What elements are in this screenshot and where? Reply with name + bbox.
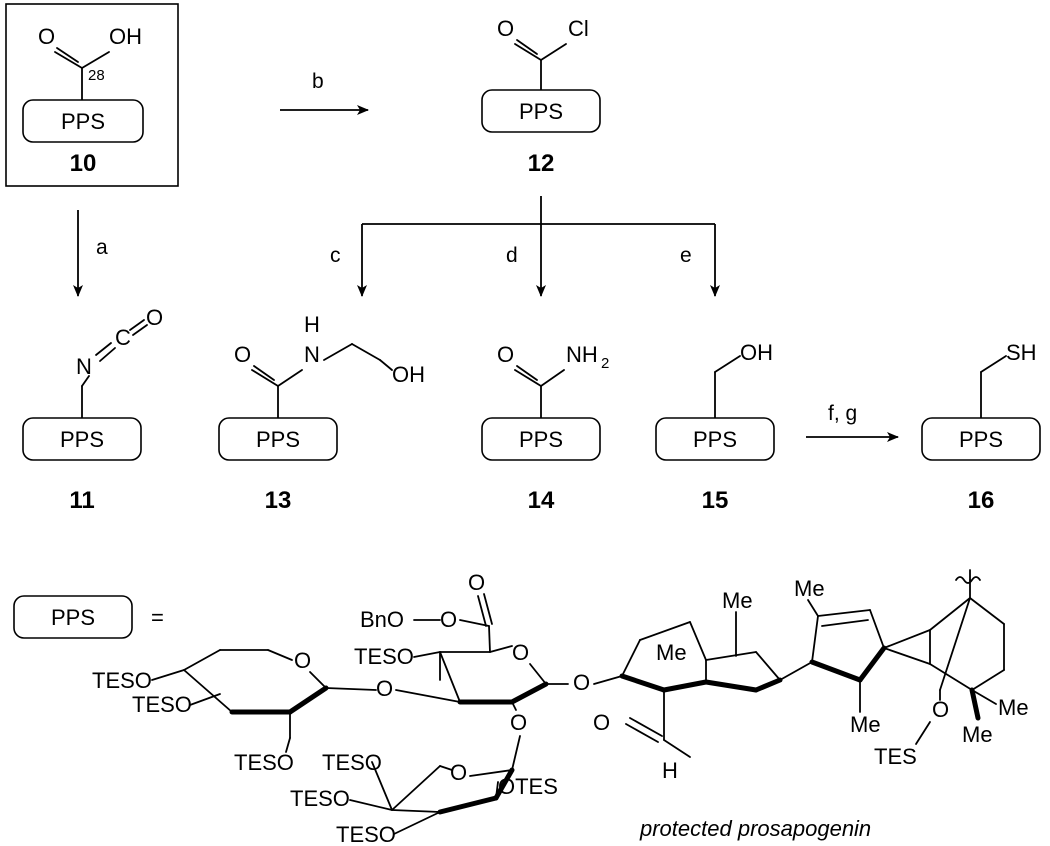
atom-c: C	[115, 325, 131, 350]
pps-label: PPS	[60, 427, 104, 452]
compound-13: O N H OH PPS 13	[218, 312, 425, 514]
otes-label: OTES	[498, 774, 558, 799]
aldehyde-h: H	[662, 758, 678, 783]
teso-label-6: TESO	[290, 786, 350, 811]
tes-label: TES	[874, 744, 917, 769]
pps-label: PPS	[256, 427, 300, 452]
link-o-1: O	[376, 676, 393, 701]
pps-label: PPS	[519, 427, 563, 452]
link-o-2: O	[510, 710, 527, 735]
highlight-box	[5, 3, 179, 187]
glycosidic-o: O	[573, 670, 590, 695]
position-label: 28	[88, 67, 105, 84]
methyl-3: Me	[794, 576, 825, 601]
step-label-e: e	[680, 244, 692, 267]
compound-number: 10	[70, 150, 97, 177]
methyl-2: Me	[722, 588, 753, 613]
methyl-1: Me	[656, 640, 687, 665]
subscript-2: 2	[601, 355, 609, 372]
teso-label-3: TESO	[354, 644, 414, 669]
wavy-bond	[955, 576, 981, 584]
pps-label: PPS	[61, 109, 105, 134]
atom-oh: OH	[740, 340, 773, 365]
atom-o: O	[497, 16, 514, 41]
ring-o: O	[450, 760, 467, 785]
pps-box	[921, 417, 1041, 461]
arrow-b: b	[280, 70, 369, 115]
methyl-6: Me	[998, 695, 1029, 720]
teso-label-4: TESO	[234, 750, 294, 775]
atom-n: N	[76, 354, 92, 379]
compound-16: SH PPS 16	[921, 340, 1041, 514]
rhamnose-ring: TESO O OTES TESO TESO	[290, 735, 558, 846]
arrow-fg: f, g	[806, 402, 899, 442]
pps-box	[218, 417, 338, 461]
atom-sh: SH	[1006, 340, 1037, 365]
compound-number: 11	[69, 487, 94, 514]
step-label: b	[312, 70, 324, 93]
triterpene-core: Me O H Me Me Me	[593, 569, 1029, 783]
pps-box	[481, 417, 601, 461]
tes-ether-o: O	[932, 697, 949, 722]
compound-number: 13	[265, 487, 292, 514]
teso-label-1: TESO	[92, 668, 152, 693]
equals-sign: =	[151, 605, 164, 630]
pps-box	[655, 417, 775, 461]
compound-number: 14	[528, 487, 555, 514]
teso-label-2: TESO	[132, 692, 192, 717]
compound-number: 12	[528, 150, 555, 177]
glucuronic-acid-ring: O BnO O O TESO O O O	[354, 570, 623, 735]
pps-definition: PPS = O BnO O O TESO O O	[13, 569, 1029, 846]
teso-label-7: TESO	[336, 822, 396, 846]
branch-arrows: c d e	[330, 196, 720, 297]
ester-o: O	[440, 607, 457, 632]
xylose-ring: TESO TESO O TESO	[92, 648, 377, 775]
atom-o: O	[497, 342, 514, 367]
ring-o: O	[294, 648, 311, 673]
carbonyl-o: O	[468, 570, 485, 595]
compound-15: OH PPS 15	[655, 340, 775, 514]
step-label-d: d	[506, 244, 518, 267]
pps-label: PPS	[693, 427, 737, 452]
atom-oh: OH	[392, 362, 425, 387]
aldehyde-o: O	[593, 710, 610, 735]
pps-label: PPS	[51, 605, 95, 630]
methyl-5: Me	[962, 722, 993, 747]
compound-number: 15	[702, 487, 729, 514]
step-label: a	[96, 236, 108, 259]
caption: protected prosapogenin	[639, 816, 871, 841]
pps-label: PPS	[959, 427, 1003, 452]
bno-label: BnO	[360, 607, 404, 632]
pps-box	[481, 89, 601, 133]
compound-12: O Cl PPS 12	[481, 16, 601, 177]
atom-cl: Cl	[568, 16, 589, 41]
pps-label: PPS	[519, 99, 563, 124]
step-label: f, g	[828, 402, 857, 425]
ring-o: O	[512, 640, 529, 665]
arrow-a: a	[73, 210, 108, 297]
step-label-c: c	[330, 244, 341, 267]
atom-nh: NH	[566, 342, 598, 367]
pps-box	[13, 595, 133, 639]
compound-14: O NH 2 PPS 14	[481, 342, 609, 514]
atom-o: O	[234, 342, 251, 367]
pps-box	[22, 99, 144, 143]
methyl-4: Me	[850, 712, 881, 737]
pps-box	[22, 417, 142, 461]
atom-oh: OH	[109, 24, 142, 49]
compound-number: 16	[968, 487, 995, 514]
atom-o: O	[146, 305, 163, 330]
atom-o: O	[38, 24, 55, 49]
atom-h: H	[304, 312, 320, 337]
atom-n: N	[304, 342, 320, 367]
compound-10: O OH 28 PPS 10	[5, 3, 179, 187]
compound-11: N C O PPS 11	[22, 305, 163, 514]
